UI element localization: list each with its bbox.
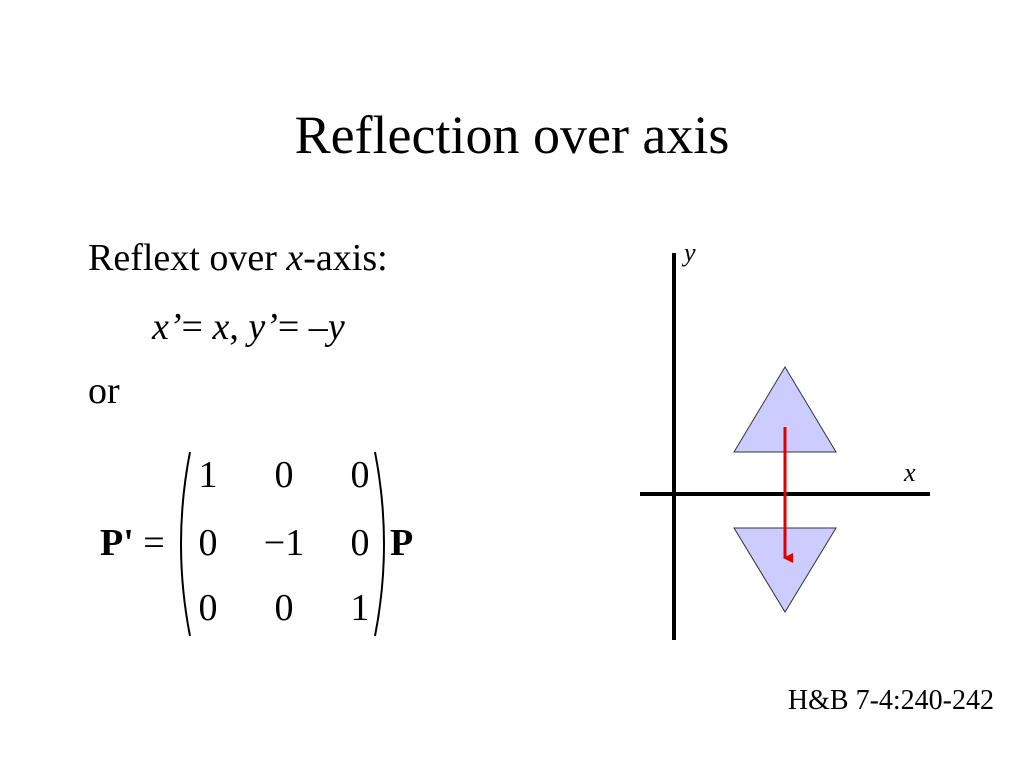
eq-x: x	[212, 306, 230, 348]
eq-x-prime: x’	[152, 306, 182, 348]
eq-comma: ,	[229, 306, 249, 348]
matrix-cell: 1	[350, 587, 370, 629]
reflection-diagram: y x	[640, 238, 930, 640]
x-axis-label: x	[903, 458, 916, 487]
lhs-symbol: P'	[100, 522, 134, 564]
left-paren	[180, 451, 191, 637]
matrix-cell: 0	[350, 454, 370, 496]
matrix-brackets	[180, 451, 385, 637]
eq-y-prime: y’	[248, 306, 278, 348]
lhs-equals: =	[133, 522, 165, 564]
or-text: or	[88, 370, 120, 412]
right-paren	[374, 451, 385, 637]
eq-y: y	[327, 306, 345, 348]
slide-title: Reflection over axis	[294, 105, 730, 165]
intro-prefix: Reflext over	[88, 237, 287, 279]
intro-axis-var: x	[286, 237, 304, 279]
intro-line: Reflext over x-axis:	[88, 233, 388, 283]
matrix-cell: 0	[198, 522, 218, 564]
matrix-cell: 0	[198, 587, 218, 629]
matrix-cell: 0	[350, 522, 370, 564]
reflection-equation: x’= x, y’= –y	[152, 302, 345, 352]
matrix-cell: 0	[274, 587, 294, 629]
citation-footer: H&B 7-4:240-242	[787, 685, 994, 716]
matrix-cell: 1	[198, 454, 218, 496]
matrix-cell: 0	[274, 454, 294, 496]
eq-equals-1: =	[181, 306, 213, 348]
eq-equals-2: = –	[277, 306, 328, 348]
intro-suffix: -axis:	[303, 237, 388, 279]
y-axis-label: y	[681, 238, 696, 267]
matrix-cell: −1	[263, 522, 305, 564]
matrix-lhs: P' =	[100, 520, 165, 566]
matrix-rhs-symbol: P	[390, 522, 414, 564]
